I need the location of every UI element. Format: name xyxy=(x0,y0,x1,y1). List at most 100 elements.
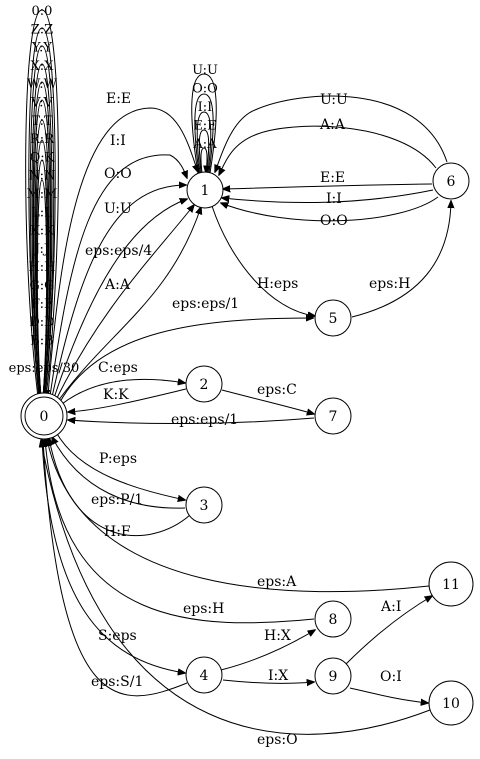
edge-9-11 xyxy=(345,596,432,665)
edge-label-0-4: S:eps xyxy=(98,628,137,644)
edge-6-1-d xyxy=(222,189,434,204)
edge-label-6-1-b: A:A xyxy=(319,117,346,133)
loop-1-3 xyxy=(198,129,210,174)
edge-0-1-f xyxy=(57,207,201,402)
edge-6-1-c xyxy=(223,183,433,189)
loop-1-2 xyxy=(196,111,212,174)
state-7[interactable]: 7 xyxy=(314,397,352,435)
edge-0-1-e xyxy=(55,205,194,401)
edge-label-0-1-d: U:U xyxy=(104,201,132,217)
edge-label-5-6: eps:H xyxy=(369,276,410,292)
state-3-label: 3 xyxy=(200,498,209,514)
state-6[interactable]: 6 xyxy=(432,162,470,200)
state-11[interactable]: 11 xyxy=(428,561,474,607)
edge-0-1-a xyxy=(47,107,198,396)
state-8[interactable]: 8 xyxy=(314,600,352,638)
state-10-label: 10 xyxy=(442,696,460,712)
edge-label-11-0: eps:A xyxy=(257,574,297,590)
edge-label-8-0: eps:H xyxy=(183,601,224,617)
edge-4-0 xyxy=(43,440,188,697)
edge-label-0-1-b: I:I xyxy=(110,133,126,149)
edge-2-0 xyxy=(68,388,187,412)
state-7-label: 7 xyxy=(329,409,338,425)
edge-label-0-5: eps:eps/1 xyxy=(172,296,239,312)
edge-3-0-b xyxy=(49,438,191,537)
edge-label-0-2: C:eps xyxy=(98,360,138,376)
edge-6-1-b xyxy=(219,125,437,175)
loop-0-label-4: W:W xyxy=(27,77,58,92)
edge-label-2-0: K:K xyxy=(103,387,129,403)
edge-4-9 xyxy=(222,680,314,683)
loop-0-label-9: N:N xyxy=(29,169,56,184)
state-5-label: 5 xyxy=(329,311,338,327)
edge-label-0-1-e: eps:eps/4 xyxy=(85,243,152,259)
state-1[interactable]: 1 xyxy=(186,171,224,209)
state-9[interactable]: 9 xyxy=(314,657,352,695)
state-6-label: 6 xyxy=(447,174,456,190)
edge-label-0-1-c: O:O xyxy=(104,166,132,182)
edge-label-4-8: H:X xyxy=(264,628,291,644)
edge-3-0-a xyxy=(52,437,186,509)
loop-1-4 xyxy=(200,147,207,173)
edge-4-8 xyxy=(220,630,315,671)
loop-0-label-7: R:R xyxy=(30,132,55,147)
state-9-label: 9 xyxy=(329,669,338,685)
edge-6-1-a xyxy=(215,95,448,172)
edge-0-1-c xyxy=(51,185,186,398)
loop-0-label-5: V:V xyxy=(30,96,53,111)
state-0-label: 0 xyxy=(40,409,49,425)
state-2[interactable]: 2 xyxy=(185,365,223,403)
state-5[interactable]: 5 xyxy=(314,299,352,337)
loop-0-label-16: F:F xyxy=(31,297,53,312)
edge-7-0 xyxy=(68,418,315,424)
edge-label-1-5: H:eps xyxy=(257,276,298,292)
edge-label-4-9: I:X xyxy=(268,668,288,684)
loop-0-label-19: eps:eps/30 xyxy=(9,361,80,376)
edge-label-9-11: A:I xyxy=(380,599,401,615)
state-11-label: 11 xyxy=(442,577,460,593)
loop-0-2 xyxy=(29,45,55,398)
state-8-label: 8 xyxy=(329,612,338,628)
edge-label-0-3: P:eps xyxy=(99,451,137,467)
edge-label-7-0: eps:eps/1 xyxy=(171,412,238,428)
state-0-loop-labels: 0:0Z:ZY:YX:XW:WV:VT:TR:RQ:KN:NM:ML:LK:KJ… xyxy=(9,4,80,376)
edge-0-5 xyxy=(59,318,313,403)
state-4-label: 4 xyxy=(200,668,209,684)
loop-0-1 xyxy=(28,27,56,398)
loop-0-3 xyxy=(31,63,53,398)
state-0[interactable]: 0 xyxy=(20,392,68,440)
edge-0-1-b xyxy=(49,154,187,397)
loop-0-label-18: B:B xyxy=(30,333,54,348)
edge-1-5 xyxy=(211,205,315,316)
loop-0-label-15: G:G xyxy=(29,279,54,294)
loop-0-label-0: 0:0 xyxy=(32,4,53,19)
edge-9-10 xyxy=(349,687,428,703)
loop-0-label-17: D:D xyxy=(29,315,54,330)
edge-label-3-0-a: eps:P/1 xyxy=(91,492,143,508)
edge-label-4-0: eps:S/1 xyxy=(91,674,143,690)
state-1-self-loops xyxy=(191,73,217,174)
edge-label-6-1-c: E:E xyxy=(320,170,345,186)
loop-1-0 xyxy=(191,73,217,174)
loop-0-label-12: K:K xyxy=(30,224,54,239)
loop-0-9 xyxy=(36,179,48,398)
loop-0-label-2: Y:Y xyxy=(31,41,52,56)
loop-0-label-6: T:T xyxy=(31,114,53,129)
loop-1-label-2: I:I xyxy=(198,100,213,115)
loop-0-5 xyxy=(33,99,51,398)
loop-0-label-13: J:J xyxy=(33,242,49,257)
edge-10-0 xyxy=(41,440,431,735)
edge-label-3-0-b: H:F xyxy=(104,524,131,540)
state-4[interactable]: 4 xyxy=(185,656,223,694)
edge-11-0 xyxy=(47,439,430,593)
state-10[interactable]: 10 xyxy=(428,680,474,726)
loop-0-0 xyxy=(25,9,59,397)
edge-label-2-7: eps:C xyxy=(257,382,297,398)
edge-label-0-1-f: A:A xyxy=(104,277,131,293)
edge-label-10-0: eps:O xyxy=(257,732,298,748)
loop-1-label-0: U:U xyxy=(192,63,218,78)
state-3[interactable]: 3 xyxy=(185,486,223,524)
loop-0-label-14: H:H xyxy=(28,260,55,275)
state-1-loop-labels: U:UO:OI:IE:EA:A xyxy=(192,63,218,152)
